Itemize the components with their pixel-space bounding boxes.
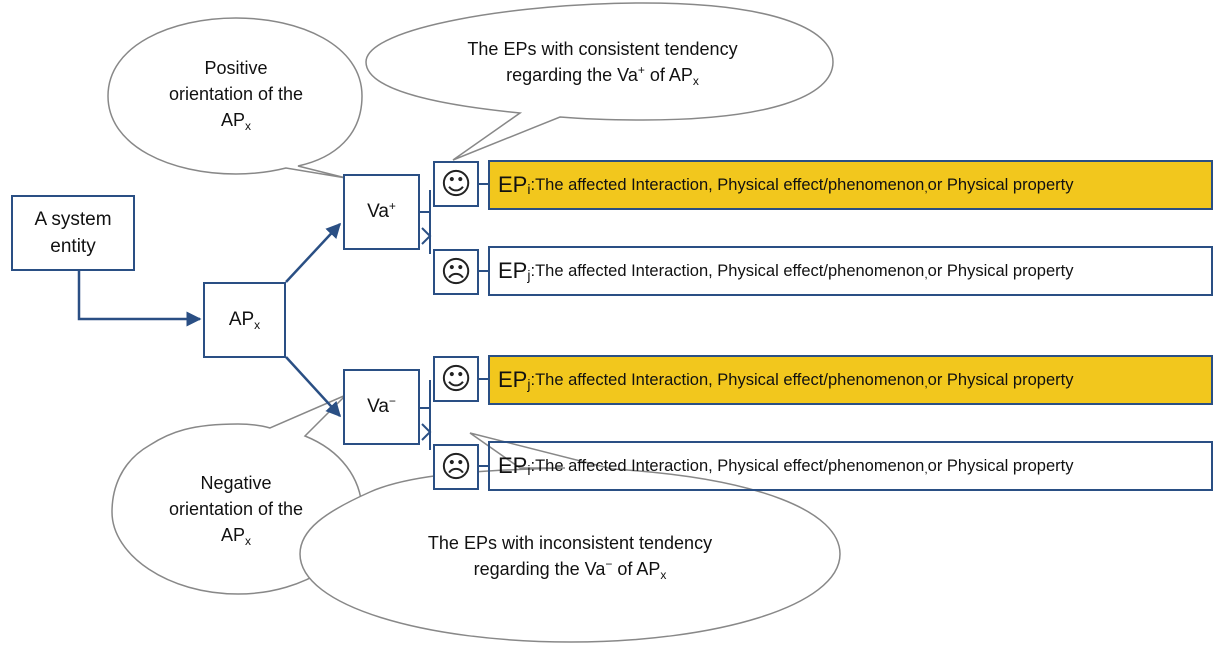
ep-label: EP — [498, 367, 528, 392]
bubble-positive-line1: Positive — [204, 58, 268, 78]
ep-desc-b: or Physical property — [927, 456, 1074, 475]
bubble-positive-line3: AP — [220, 110, 245, 130]
bubble-negative-line2: orientation of the — [168, 499, 304, 519]
arrow-entity-to-ap — [77, 271, 202, 327]
bubble-negative-line3: AP — [220, 525, 245, 545]
bubble-consistent-line2a: regarding the Va — [506, 65, 638, 85]
bubble-consistent-line2b: of AP — [644, 65, 693, 85]
node-va-negative: Va− — [343, 369, 420, 445]
bubble-consistent-line1: The EPs with consistent tendency — [467, 39, 738, 59]
bubble-inconsistent: The EPs with inconsistent tendency regar… — [320, 482, 820, 632]
sad-face-icon: ☹ — [433, 249, 479, 295]
ep-desc-sep: , — [924, 181, 928, 195]
node-system-entity-line1: A system — [34, 209, 112, 230]
bubble-positive-shape — [107, 17, 363, 179]
node-system-entity: A system entity — [11, 195, 135, 271]
ep-sub: j — [527, 267, 531, 283]
bubble-consistent-sup: + — [637, 63, 645, 77]
ep-desc-sep: , — [924, 267, 928, 281]
node-va-negative-label: Va — [367, 395, 389, 417]
bubble-inconsistent-sub: x — [660, 568, 667, 582]
connector-va-neg-branch — [420, 380, 432, 450]
node-system-entity-line2: entity — [50, 236, 96, 257]
bubble-inconsistent-line2a: regarding the Va — [473, 559, 606, 579]
ep-sub: i — [527, 181, 531, 197]
node-va-negative-sup: − — [388, 393, 396, 408]
node-va-positive: Va+ — [343, 174, 420, 250]
bubble-positive-sub: x — [245, 119, 251, 133]
connector-va-pos-branch — [420, 190, 432, 254]
bubble-consistent-shape — [365, 2, 834, 161]
node-ap-label: AP — [228, 308, 255, 330]
node-va-positive-sup: + — [388, 198, 396, 213]
ep-desc-b: or Physical property — [927, 175, 1074, 194]
ep-label: EP — [498, 172, 528, 197]
ep-sep: : — [530, 175, 536, 194]
bubble-consistent: The EPs with consistent tendency regardi… — [380, 18, 825, 108]
node-ap-sub: x — [254, 317, 261, 332]
arrow-ap-to-va-neg — [285, 356, 342, 418]
bubble-positive: Positive orientation of the APx — [120, 40, 352, 150]
bubble-inconsistent-line2b: of AP — [612, 559, 661, 579]
happy-face-icon: ☺ — [433, 161, 479, 207]
ep-sep: : — [530, 370, 536, 389]
ep-sub: i — [527, 462, 531, 478]
ep-label: EP — [498, 258, 528, 283]
ep-sep: : — [530, 456, 536, 475]
ep-desc-sep: , — [924, 462, 928, 476]
ep-sep: : — [530, 261, 536, 280]
happy-face-icon: ☺ — [433, 356, 479, 402]
ep-desc-b: or Physical property — [927, 370, 1074, 389]
bubble-inconsistent-sup: − — [605, 557, 613, 571]
ep-label: EP — [498, 453, 528, 478]
bubble-consistent-sub: x — [692, 74, 699, 88]
node-ap: APx — [203, 282, 286, 358]
node-va-positive-label: Va — [367, 200, 389, 222]
ep-desc-b: or Physical property — [927, 261, 1074, 280]
ep-desc-a: The affected Interaction, Physical effec… — [535, 456, 925, 475]
bubble-negative-sub: x — [245, 534, 251, 548]
ep-sub: j — [527, 376, 531, 392]
bubble-negative-shape — [111, 394, 363, 595]
bubble-inconsistent-line1: The EPs with inconsistent tendency — [427, 533, 713, 553]
arrow-ap-to-va-pos — [285, 222, 342, 283]
ep-desc-a: The affected Interaction, Physical effec… — [535, 175, 925, 194]
bubble-negative-line1: Negative — [200, 473, 272, 493]
ep-desc-a: The affected Interaction, Physical effec… — [535, 261, 925, 280]
ep-desc-a: The affected Interaction, Physical effec… — [535, 370, 925, 389]
ep-desc-sep: , — [924, 376, 928, 390]
bubble-negative: Negative orientation of the APx — [120, 430, 352, 590]
sad-face-icon: ☹ — [433, 444, 479, 490]
bubble-positive-line2: orientation of the — [168, 84, 304, 104]
